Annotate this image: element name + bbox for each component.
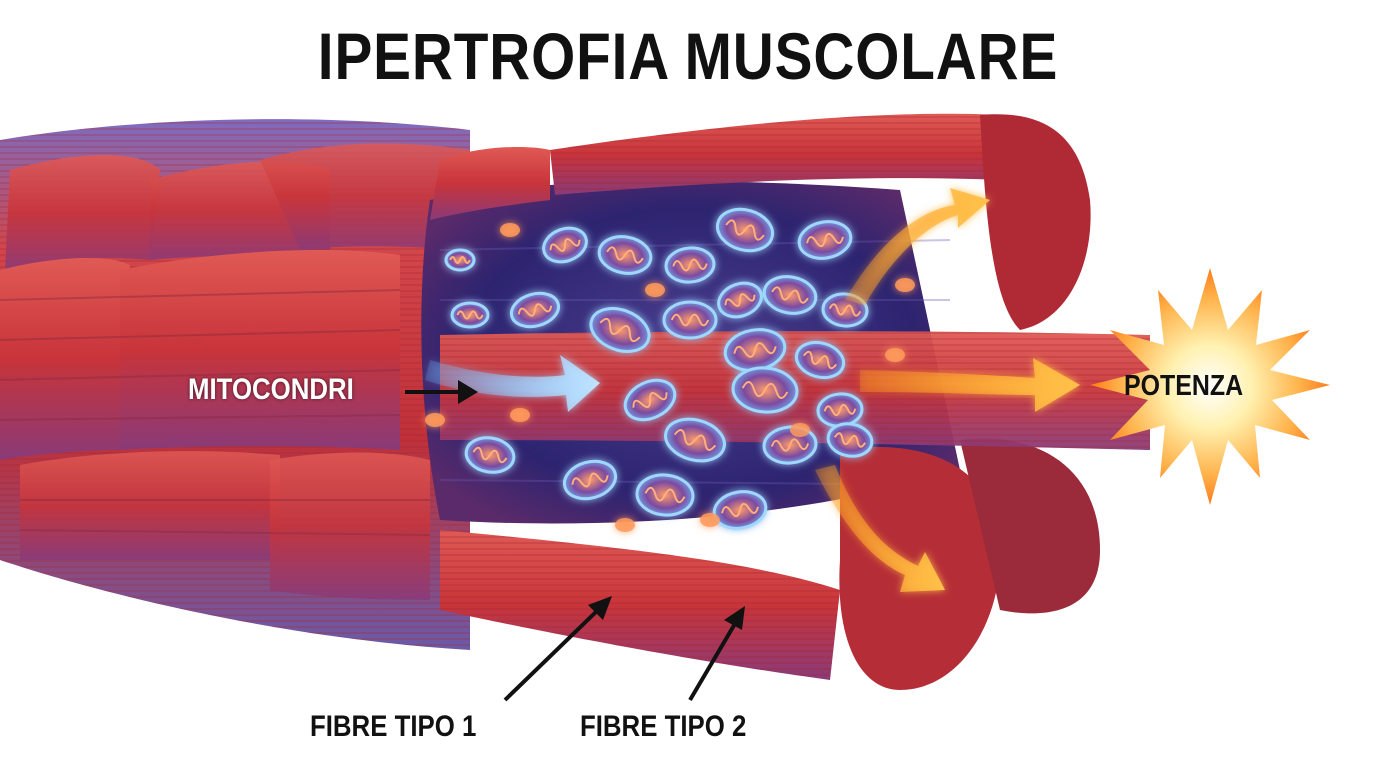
page-title: IPERTROFIA MUSCOLARE (317, 19, 1059, 93)
burst-icon (1090, 268, 1330, 505)
mitochondria-cluster (425, 207, 915, 532)
label-fiber-type-1: FIBRE TIPO 1 (310, 710, 477, 743)
vesicle-icon (425, 413, 445, 427)
mitochondrion-cristae (741, 380, 789, 400)
mitochondrion-cristae (673, 429, 717, 451)
muscle-body (0, 119, 470, 651)
mitochondrion-cristae (770, 438, 810, 452)
mitochondrion-cristae (472, 446, 508, 464)
mitochondrion-cristae (549, 238, 581, 252)
vesicle-icon (700, 513, 720, 527)
mitochondrion-cristae (833, 432, 867, 448)
energy-arrow-icon (845, 188, 990, 305)
pointer-arrows (405, 380, 745, 702)
label-mitochondria: MITOCONDRI (188, 373, 354, 406)
top-fiber-bundle (430, 113, 1091, 331)
mitochondrion-cristae (771, 286, 809, 304)
mitochondrion-cristae (823, 403, 857, 417)
energy-arrow-icon (815, 465, 945, 592)
vesicle-icon (790, 423, 810, 437)
energy-arrow-icon (860, 358, 1080, 412)
mitochondrion-cristae (517, 303, 553, 317)
label-power: POTENZA (1124, 370, 1244, 402)
mitochondrion-cristae (599, 317, 641, 343)
energy-arrows (815, 188, 1080, 592)
mitochondrion-cristae (725, 219, 765, 241)
mitochondria-flow-arrow-icon (425, 355, 600, 412)
vesicle-icon (645, 283, 665, 297)
mitochondrion-cristae (672, 258, 708, 272)
mitochondrion-cristae (721, 502, 759, 518)
mitochondrion-cristae (802, 350, 838, 370)
pointer-arrow-icon (688, 620, 738, 702)
mitochondrion-cristae (724, 293, 756, 307)
vesicle-icon (895, 278, 915, 292)
vesicle-icon (615, 518, 635, 532)
vesicle-icon (885, 348, 905, 362)
mitochondrion-cristae (571, 472, 609, 488)
vesicle-icon (510, 408, 530, 422)
mitochondrion-cristae (670, 313, 710, 327)
mitochondrion-cristae (828, 303, 862, 317)
mitochondrion-cristae (644, 486, 686, 504)
mitochondrion-cristae (449, 256, 471, 264)
pointer-arrow-icon (503, 606, 602, 702)
label-fiber-type-2: FIBRE TIPO 2 (580, 710, 747, 743)
mitochondrion-cristae (806, 232, 844, 248)
mitochondrion-cristae (456, 310, 484, 320)
mitochondrion-cristae (733, 342, 777, 358)
mitochondrion-cristae (606, 246, 644, 264)
mitochondrion-cristae (632, 392, 668, 408)
vesicle-icon (500, 223, 520, 237)
